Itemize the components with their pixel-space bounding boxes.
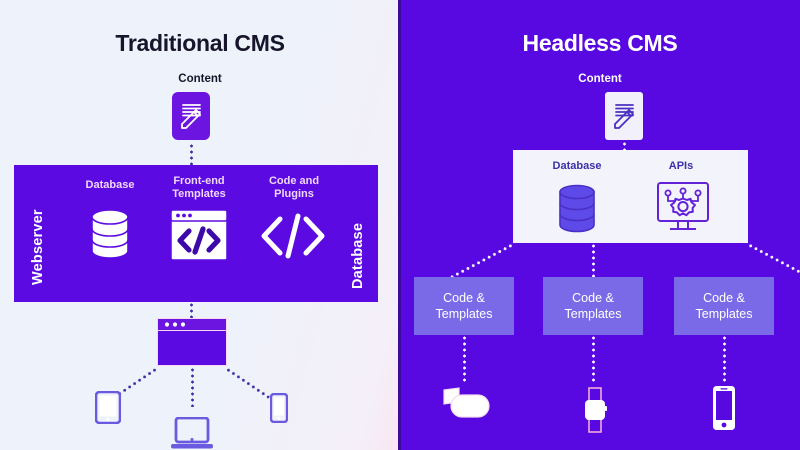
server-item-label-line2: Templates [172,188,226,200]
tablet-icon [94,390,122,429]
ct-box-line2: Templates [695,307,753,321]
headless-item-label-apis: APIs [668,160,694,172]
server-item-label-code-plugins: Code and Plugins [239,175,349,201]
server-item-label-line1: Front-end [173,175,225,187]
browser-code-icon [169,207,229,263]
database-vertical-label: Database [350,222,366,289]
connector-ct-to-smartphone [723,335,726,383]
ct-box-line1: Code & [443,291,485,305]
headless-core-box: Database APIs [513,150,748,243]
webserver-vertical-label: Webserver [30,209,46,285]
code-templates-box[interactable]: Code & Templates [414,277,514,335]
connector-ct-to-vr [463,335,466,383]
server-item-label-line1: Code and [268,175,320,187]
document-pencil-icon [605,92,643,140]
code-brackets-icon [257,209,329,263]
ct-box-line2: Templates [564,307,622,321]
database-cylinder-icon [549,180,605,238]
browser-window-icon [157,318,227,366]
ct-box-line1: Code & [572,291,614,305]
database-cylinder-icon [84,203,136,265]
headless-cms-content: Headless CMS Content [400,0,800,450]
smartwatch-icon [582,387,608,438]
content-label-right: Content [578,73,622,85]
traditional-cms-panel: Traditional CMS Content Webserver [0,0,400,450]
code-templates-box[interactable]: Code & Templates [674,277,774,335]
connector-content-to-core [623,141,626,151]
webserver-box: Webserver Database Database Front-end Te… [14,165,378,302]
connector-browser-to-phone [225,367,270,399]
laptop-icon [171,416,213,450]
vr-headset-icon [437,386,493,425]
headless-item-label-database: Database [552,160,602,172]
connector-server-to-browser [190,302,193,320]
phone-icon [269,392,289,428]
page-title-traditional: Traditional CMS [115,30,285,56]
panel-divider [398,0,401,450]
server-item-label-database: Database [85,179,135,191]
connector-browser-to-laptop [191,367,194,407]
smartphone-icon [712,385,736,436]
server-item-label-line2: Plugins [274,188,314,200]
page-title-headless: Headless CMS [522,30,678,56]
server-item-label-frontend-templates: Front-end Templates [144,175,254,201]
connector-core-to-ct-1 [592,243,595,277]
ct-box-line2: Templates [435,307,493,321]
content-label-left: Content [178,73,222,85]
connector-content-to-server [190,143,193,165]
document-pencil-icon [172,92,210,140]
connector-ct-to-watch [592,335,595,383]
code-templates-box[interactable]: Code & Templates [543,277,643,335]
api-monitor-gear-icon [653,178,713,238]
ct-box-line1: Code & [703,291,745,305]
